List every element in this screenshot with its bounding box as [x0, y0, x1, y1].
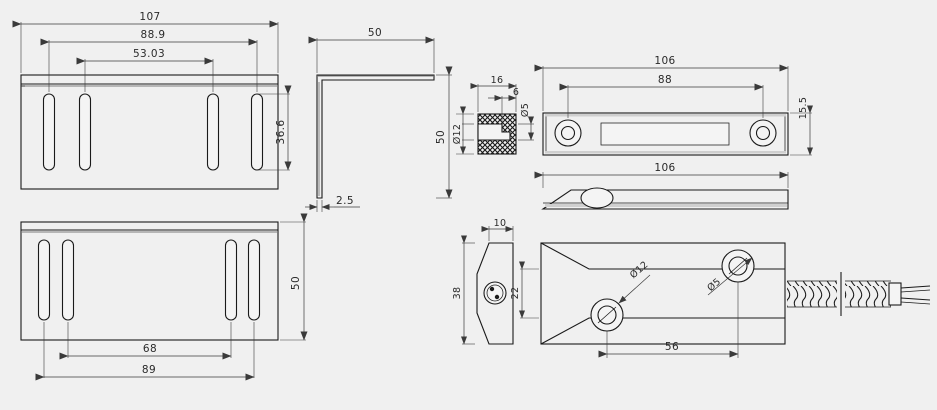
- dim-68-label: 68: [143, 343, 157, 355]
- dim-dia12-section: Ø12: [452, 106, 466, 155]
- dim-38: 38: [452, 235, 467, 345]
- dim-88-9: 88.9: [40, 29, 258, 46]
- dim-22-label: 22: [510, 287, 521, 300]
- sensor-front-hole-right: [749, 119, 777, 147]
- dim-88-label: 88: [658, 74, 672, 86]
- dim-38-label: 38: [452, 287, 463, 300]
- magnet-plan-hole-lower: [590, 298, 624, 332]
- magnet-cable: [787, 272, 931, 316]
- bracket-plan-body: [20, 221, 279, 341]
- cable-lead: [900, 301, 931, 305]
- dim-50-horizontal: 50: [308, 27, 435, 44]
- dim-106-front-label: 106: [654, 55, 675, 67]
- sensor-front-top-shade: [545, 114, 786, 117]
- sensor-edge-shade: [545, 204, 787, 207]
- dim-15-5-label: 15.5: [798, 97, 809, 119]
- bracket-front-body: [20, 74, 279, 190]
- dim-56-label: 56: [665, 341, 679, 353]
- sensor-edge-view: 106: [534, 162, 789, 210]
- dim-106-front: 106: [534, 55, 789, 72]
- magnet-section-hole: [483, 281, 507, 305]
- bracket-side-profile-view: 50 50 2.5: [305, 27, 453, 212]
- cable-lead: [900, 297, 931, 301]
- magnet-plan-chamfer-top: [540, 242, 785, 270]
- magnet-plan-hole-upper: [721, 249, 755, 283]
- magnet-plan-chamfer-bottom: [540, 317, 785, 345]
- dim-10: 10: [481, 218, 514, 232]
- bracket-front-view: 107 88.9 53.03 36.6: [12, 11, 292, 190]
- slot: [250, 93, 264, 171]
- magnet-end-section-view: 10 38: [452, 218, 514, 345]
- dim-68: 68: [59, 343, 232, 360]
- magnet-plan-view: Ø5 Ø12 22: [510, 242, 931, 358]
- dim-6: 6: [488, 87, 519, 101]
- bracket-front-slots: [42, 93, 264, 171]
- dim-50-plan-label: 50: [290, 276, 302, 290]
- sensor-front-hole-left: [554, 119, 582, 147]
- dim-dia5-section: Ø5: [520, 103, 534, 141]
- sensor-section-bore: [477, 123, 511, 141]
- cable-sheath-near: [787, 281, 837, 307]
- slot: [247, 239, 261, 321]
- dim-107-label: 107: [139, 11, 160, 23]
- dim-50-h-label: 50: [368, 27, 382, 39]
- bracket-plan-view: 50 68 89: [20, 213, 308, 381]
- sensor-front-bottom-shade: [545, 151, 786, 154]
- dim-36-6-label: 36.6: [275, 120, 287, 145]
- cable-lead: [900, 289, 931, 293]
- bracket-L-profile: [316, 74, 435, 199]
- sensor-edge-boss: [580, 187, 614, 209]
- sensor-front-window: [600, 122, 730, 146]
- slot: [224, 239, 238, 321]
- dim-89: 89: [35, 364, 255, 381]
- dim-10-label: 10: [494, 218, 507, 229]
- dim-15-5: 15.5: [798, 97, 813, 156]
- dim-106-edge-label: 106: [654, 162, 675, 174]
- dim-36-6: 36.6: [258, 85, 292, 171]
- dim-50-vertical: 50: [435, 66, 453, 199]
- slot: [61, 239, 75, 321]
- dim-89-label: 89: [142, 364, 156, 376]
- cable-boot: [888, 282, 902, 306]
- dim-dia5-section-label: Ø5: [520, 103, 531, 117]
- dim-53-03-label: 53.03: [133, 48, 165, 60]
- slot: [42, 93, 56, 171]
- dim-2-5: 2.5: [305, 195, 360, 210]
- bracket-front-extension-lines: [20, 22, 279, 92]
- slot: [78, 93, 92, 171]
- dim-6-label: 6: [513, 87, 519, 98]
- sensor-end-section-view: 16 6 Ø5 Ø12: [452, 75, 534, 155]
- dim-16-label: 16: [491, 75, 504, 86]
- dim-53-03: 53.03: [76, 48, 214, 65]
- dim-50-v-label: 50: [435, 130, 447, 144]
- dim-16: 16: [470, 75, 517, 89]
- cable-sheath-far: [845, 281, 891, 307]
- dim-107: 107: [12, 11, 279, 28]
- dim-56: 56: [598, 341, 739, 358]
- slot: [37, 239, 51, 321]
- slot: [206, 93, 220, 171]
- sensor-front-view: 106 88 15.5: [534, 55, 813, 156]
- dim-22: 22: [510, 261, 525, 319]
- dim-50-plan: 50: [290, 213, 308, 341]
- dim-88: 88: [559, 74, 764, 91]
- cable-lead: [900, 285, 931, 289]
- dim-dia12-section-label: Ø12: [452, 124, 463, 144]
- dim-2-5-label: 2.5: [336, 195, 354, 207]
- dim-88-9-label: 88.9: [141, 29, 166, 41]
- bracket-plan-slots: [37, 239, 261, 321]
- dim-106-edge: 106: [534, 162, 789, 179]
